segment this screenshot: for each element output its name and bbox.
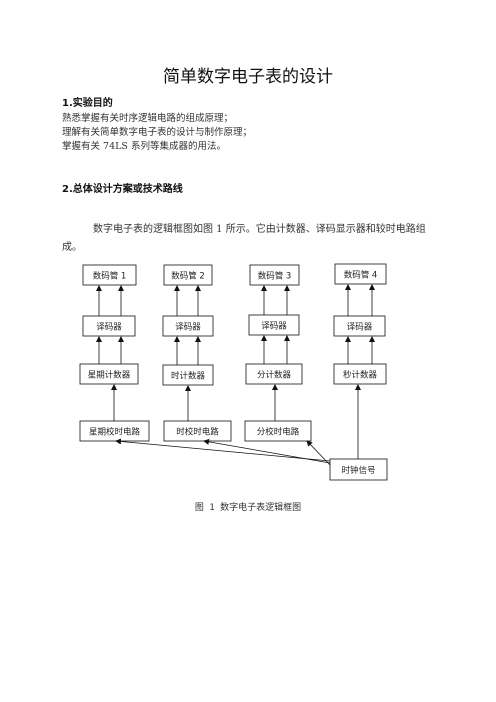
- svg-text:数码管 2: 数码管 2: [171, 271, 205, 282]
- adjust-box-hour: 时校时电路: [163, 420, 232, 442]
- svg-text:分计数器: 分计数器: [257, 370, 292, 381]
- decoder-box-3: 译码器: [248, 314, 300, 336]
- svg-text:时计数器: 时计数器: [171, 371, 206, 382]
- counter-box-minute: 分计数器: [245, 363, 303, 385]
- display-box-4: 数码管 4: [334, 263, 387, 285]
- svg-text:译码器: 译码器: [347, 323, 373, 333]
- svg-text:译码器: 译码器: [175, 323, 201, 333]
- decoder-box-2: 译码器: [162, 315, 214, 337]
- diagram-connectors: [96, 284, 375, 466]
- adjust-box-minute: 分校时电路: [244, 420, 312, 442]
- display-box-2: 数码管 2: [163, 264, 213, 286]
- display-box-3: 数码管 3: [249, 264, 300, 286]
- svg-text:数码管 4: 数码管 4: [344, 270, 378, 281]
- svg-text:星期计数器: 星期计数器: [88, 370, 131, 381]
- section-heading-design: 2.总体设计方案或技术路线: [62, 184, 183, 195]
- counter-box-hour: 时计数器: [162, 364, 214, 386]
- decoder-box-1: 译码器: [82, 315, 136, 337]
- adjust-box-weekday: 星期校时电路: [79, 420, 150, 442]
- svg-text:时钟信号: 时钟信号: [341, 465, 375, 476]
- figure-caption: 图 1 数字电子表逻辑框图: [194, 503, 302, 513]
- design-paragraph-line-1: 数字电子表的逻辑框图如图 1 所示。它由计数器、译码显示器和较时电路组: [93, 224, 426, 235]
- svg-text:星期校时电路: 星期校时电路: [89, 427, 141, 438]
- clock-signal-box: 时钟信号: [329, 458, 388, 481]
- section-heading-purpose: 1.实验目的: [62, 98, 113, 109]
- svg-text:译码器: 译码器: [261, 322, 287, 332]
- design-paragraph-line-2: 成。: [62, 242, 82, 253]
- purpose-line-2: 理解有关简单数字电子表的设计与制作原理；: [62, 127, 253, 138]
- svg-text:数码管 1: 数码管 1: [93, 271, 127, 282]
- decoder-box-4: 译码器: [333, 315, 386, 337]
- purpose-line-3: 掌握有关 74LS 系列等集成器的用法。: [62, 141, 226, 152]
- svg-text:秒计数器: 秒计数器: [343, 370, 378, 381]
- page-title: 简单数字电子表的设计: [163, 67, 333, 87]
- svg-text:分校时电路: 分校时电路: [257, 427, 300, 438]
- display-box-1: 数码管 1: [82, 264, 137, 286]
- svg-text:数码管 3: 数码管 3: [258, 271, 292, 282]
- counter-box-weekday: 星期计数器: [79, 363, 139, 385]
- purpose-line-1: 熟悉掌握有关时序逻辑电路的组成原理；: [62, 113, 234, 124]
- svg-text:时校时电路: 时校时电路: [176, 427, 219, 438]
- svg-text:译码器: 译码器: [96, 323, 122, 333]
- counter-box-second: 秒计数器: [333, 363, 387, 385]
